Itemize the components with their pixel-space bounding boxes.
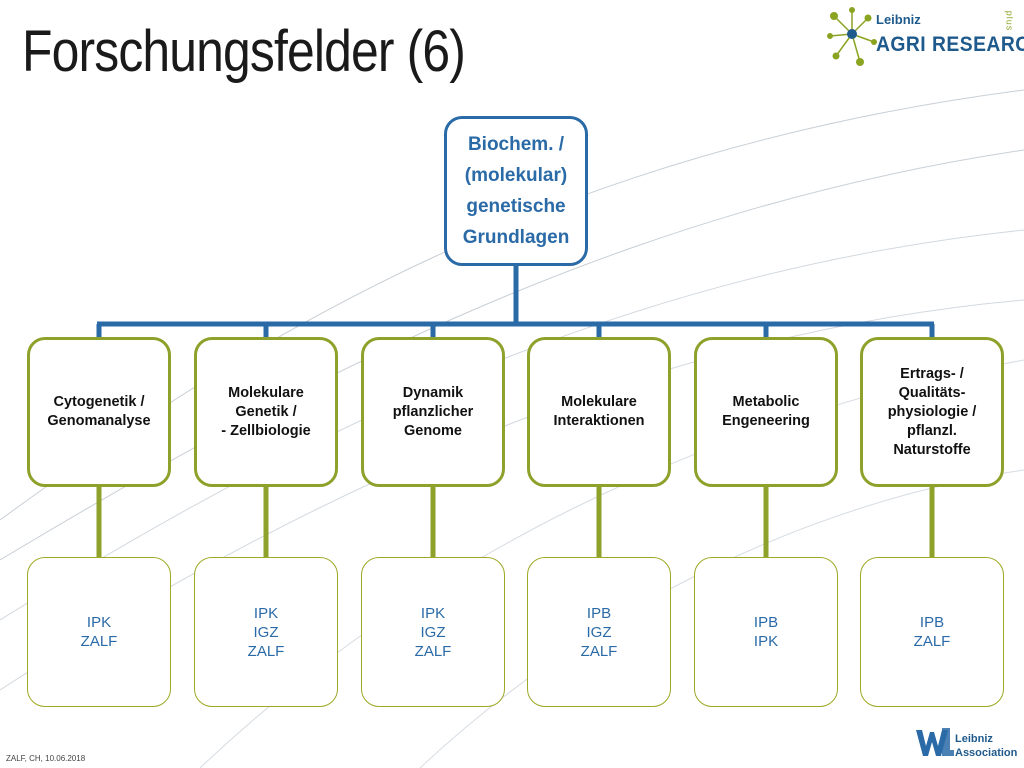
category-label: Dynamik pflanzlicher Genome xyxy=(392,384,474,439)
institute-node-4: IPB IGZ ZALF xyxy=(527,557,671,707)
category-node-molekulare-interaktionen: Molekulare Interaktionen xyxy=(527,337,671,487)
leibniz-association-line1: Leibniz xyxy=(955,733,993,745)
blue-connectors xyxy=(96,266,935,338)
category-node-cytogenetik: Cytogenetik / Genomanalyse xyxy=(27,337,171,487)
root-node: Biochem. / (molekular) genetische Grundl… xyxy=(444,116,588,266)
institute-label: IPK IGZ ZALF xyxy=(247,604,285,660)
institute-node-3: IPK IGZ ZALF xyxy=(361,557,505,707)
footer-note: ZALF, CH, 10.06.2018 xyxy=(6,754,86,763)
institute-node-2: IPK IGZ ZALF xyxy=(194,557,338,707)
category-label: Ertrags- / Qualitäts- physiologie / pfla… xyxy=(887,365,977,458)
institute-node-6: IPB ZALF xyxy=(860,557,1004,707)
category-label: Cytogenetik / Genomanalyse xyxy=(47,394,151,429)
green-connectors xyxy=(96,487,935,558)
institute-label: IPK ZALF xyxy=(80,614,118,650)
logo-agri-research-text: AGRI RESEARCH xyxy=(876,33,1024,56)
category-label: Molekulare Interaktionen xyxy=(553,394,645,429)
logo-leibniz-text: Leibniz xyxy=(876,12,921,27)
category-label: Metabolic Engeneering xyxy=(722,394,810,429)
slide-title: Forschungsfelder (6) xyxy=(22,19,466,84)
institute-label: IPB IGZ ZALF xyxy=(580,604,618,660)
root-node-label: Biochem. / (molekular) genetische Grundl… xyxy=(462,134,570,248)
leibniz-association-logo xyxy=(916,728,954,756)
category-node-dynamik: Dynamik pflanzlicher Genome xyxy=(361,337,505,487)
institute-node-1: IPK ZALF xyxy=(27,557,171,707)
institute-node-5: IPB IPK xyxy=(694,557,838,707)
category-node-molekulare-genetik: Molekulare Genetik / - Zellbiologie xyxy=(194,337,338,487)
category-node-metabolic: Metabolic Engeneering xyxy=(694,337,838,487)
category-label: Molekulare Genetik / - Zellbiologie xyxy=(221,384,311,439)
institute-label: IPB IPK xyxy=(753,614,779,650)
institute-label: IPB ZALF xyxy=(913,614,951,650)
leibniz-association-line2: Association xyxy=(955,747,1018,759)
category-node-ertrags: Ertrags- / Qualitäts- physiologie / pfla… xyxy=(860,337,1004,487)
leibniz-agri-research-logo xyxy=(827,7,877,66)
institute-label: IPK IGZ ZALF xyxy=(414,604,452,660)
